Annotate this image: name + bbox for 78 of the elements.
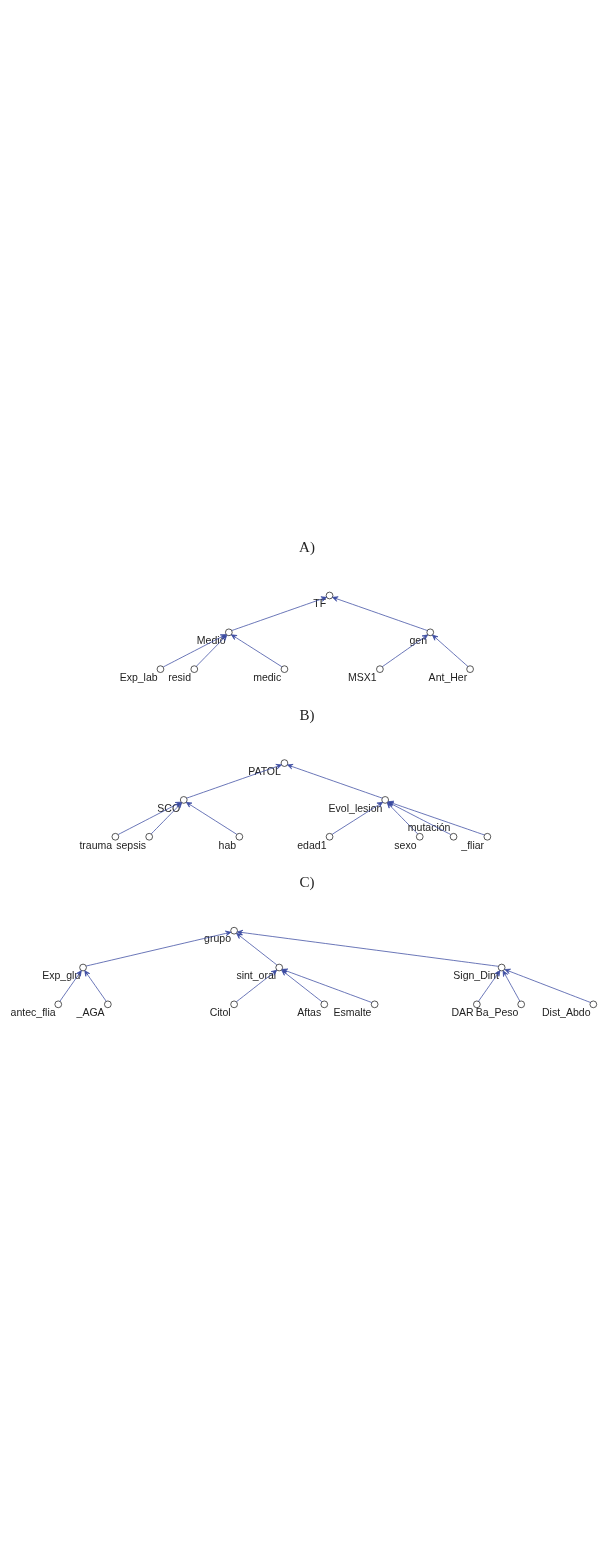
- node-circle: [320, 1000, 329, 1009]
- node-circle: [325, 591, 334, 600]
- node-circle: [497, 963, 506, 972]
- node-circle: [483, 833, 492, 841]
- node-label: Citol: [209, 1006, 231, 1019]
- node-label: MSX1: [347, 670, 377, 683]
- node-label: sint_oral: [236, 969, 277, 982]
- arrow: [237, 929, 499, 967]
- arrow: [59, 970, 82, 1002]
- node-circle: [325, 833, 334, 841]
- node-label: resid: [168, 670, 192, 683]
- node-label: gen: [409, 634, 428, 647]
- node-circle: [79, 963, 87, 972]
- arrow: [185, 801, 238, 835]
- label: B): [299, 706, 315, 723]
- node-circle: [376, 665, 384, 673]
- node-label: _AGA: [76, 1006, 105, 1019]
- node-label: Exp_lab: [119, 670, 158, 683]
- arrow: [432, 634, 469, 667]
- node-circle: [589, 1000, 598, 1009]
- node-circle: [370, 1000, 379, 1009]
- arrow: [84, 970, 107, 1002]
- node-label: sexo: [394, 838, 417, 851]
- node-circle: [225, 628, 233, 637]
- node-label: Exp_glu: [42, 969, 81, 982]
- arrow: [287, 764, 383, 799]
- node-label: grupo: [204, 932, 232, 945]
- node-circle: [280, 759, 289, 767]
- node-circle: [426, 628, 434, 637]
- node-label: hab: [218, 838, 237, 851]
- label: C): [299, 874, 315, 891]
- node-circle: [235, 833, 244, 841]
- node-label: _fliar: [461, 838, 485, 851]
- arrow: [331, 801, 383, 835]
- arrow: [381, 634, 429, 668]
- node-circle: [230, 1000, 238, 1009]
- node-label: Ant_Her: [428, 670, 468, 683]
- node-circle: [517, 1000, 525, 1009]
- node-label: Ba_Peso: [475, 1006, 519, 1019]
- node-label: Evol_lesion: [328, 801, 383, 814]
- node-circle: [280, 665, 289, 673]
- node-circle: [466, 665, 474, 673]
- arrow: [236, 932, 278, 966]
- arrow: [231, 634, 283, 668]
- node-label: DAR: [451, 1006, 474, 1019]
- arrow: [504, 968, 591, 1003]
- arrow: [186, 764, 282, 799]
- node-label: Dist_Abdo: [542, 1006, 591, 1019]
- node-label: Esmalte: [333, 1006, 372, 1019]
- node-label: TF: [313, 597, 327, 610]
- arrow: [332, 596, 428, 631]
- arrow: [231, 596, 327, 631]
- node-circle: [104, 1000, 112, 1009]
- node-circle: [111, 833, 120, 841]
- node-label: medic: [253, 670, 282, 683]
- node-circle: [180, 796, 188, 804]
- node-label: sepsis: [116, 838, 147, 851]
- label: A): [299, 539, 315, 556]
- node-label: trauma: [79, 838, 113, 851]
- node-label: mutación: [407, 820, 451, 833]
- arrow: [85, 930, 232, 967]
- node-circle: [230, 926, 238, 935]
- node-circle: [473, 1000, 481, 1009]
- node-circle: [190, 665, 199, 673]
- node-circle: [449, 833, 458, 841]
- node-circle: [381, 796, 389, 804]
- node-circle: [275, 963, 283, 972]
- node-circle: [156, 665, 165, 673]
- arrow: [478, 970, 501, 1002]
- node-circle: [145, 833, 153, 841]
- arrow: [502, 970, 521, 1002]
- node-circle: [54, 1000, 62, 1009]
- node-circle: [415, 833, 424, 841]
- node-label: antec_flia: [10, 1006, 56, 1019]
- node-label: Aftas: [297, 1006, 322, 1019]
- node-label: edad1: [297, 838, 327, 851]
- node-label: Sign_Dint: [453, 969, 499, 982]
- arrow: [236, 969, 278, 1003]
